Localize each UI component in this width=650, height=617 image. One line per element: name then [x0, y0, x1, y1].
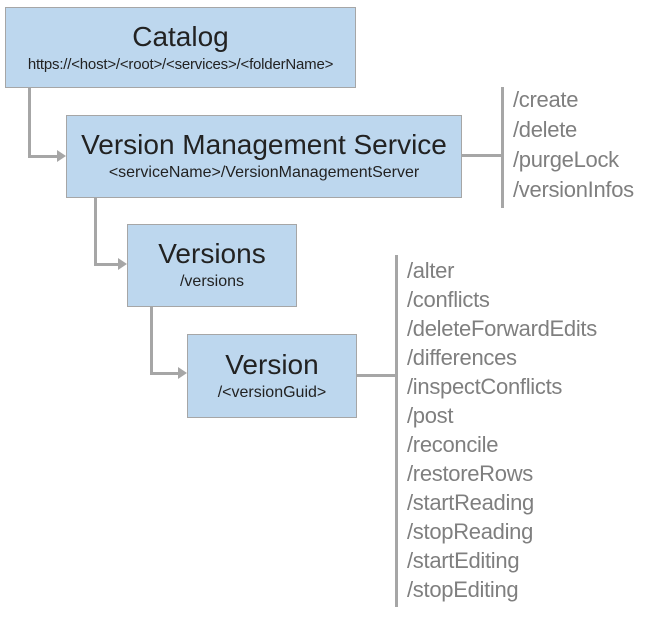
connector-versions-to-version-horizontal [150, 372, 179, 375]
endpoint-item: /alter [407, 258, 455, 283]
node-title: Version Management Service [81, 129, 447, 161]
endpoint-item: /post [407, 403, 454, 428]
endpoint-item: /differences [407, 345, 517, 370]
endpoint-item: /restoreRows [407, 461, 533, 486]
endpoint-list-vms-bracket [501, 87, 504, 208]
arrowhead-icon [178, 367, 187, 379]
node-title: Catalog [132, 20, 229, 52]
node-versions: Versions /versions [127, 224, 297, 307]
endpoint-item: /deleteForwardEdits [407, 316, 597, 341]
node-subtitle: /versions [179, 273, 245, 291]
connector-vms-to-endpoints-horizontal [462, 154, 502, 157]
endpoint-item: /stopReading [407, 519, 534, 544]
node-subtitle: /<versionGuid> [217, 383, 327, 401]
endpoint-item: /create [513, 87, 579, 112]
endpoint-item: /purgeLock [513, 147, 619, 172]
connector-versions-to-version-vertical [150, 307, 153, 375]
connector-vms-to-versions-vertical [94, 198, 97, 266]
endpoint-item: /reconcile [407, 432, 499, 457]
arrowhead-icon [57, 150, 66, 162]
node-subtitle: <serviceName>/VersionManagementServer [108, 164, 420, 182]
endpoint-item: /startEditing [407, 548, 520, 573]
node-title: Versions [158, 238, 266, 270]
connector-catalog-to-vms-horizontal [28, 155, 58, 158]
node-catalog: Catalog https://<host>/<root>/<services>… [5, 7, 356, 88]
endpoint-list-vms: /create /delete /purgeLock /versionInfos [513, 85, 634, 205]
endpoint-item: /conflicts [407, 287, 490, 312]
endpoint-item: /inspectConflicts [407, 374, 563, 399]
endpoint-list-version-bracket [395, 255, 398, 607]
arrowhead-icon [118, 258, 127, 270]
node-version-management-service: Version Management Service <serviceName>… [66, 115, 462, 198]
endpoint-list-version: /alter /conflicts /deleteForwardEdits /d… [407, 256, 597, 604]
node-title: Version [225, 348, 319, 380]
connector-catalog-to-vms-vertical [28, 88, 31, 158]
endpoint-item: /delete [513, 117, 577, 142]
endpoint-item: /startReading [407, 490, 534, 515]
node-version: Version /<versionGuid> [187, 334, 357, 418]
node-subtitle: https://<host>/<root>/<services>/<folder… [27, 55, 334, 73]
connector-vms-to-versions-horizontal [94, 263, 119, 266]
endpoint-item: /versionInfos [513, 177, 634, 202]
endpoint-item: /stopEditing [407, 577, 519, 602]
connector-version-to-endpoints-horizontal [357, 374, 396, 377]
